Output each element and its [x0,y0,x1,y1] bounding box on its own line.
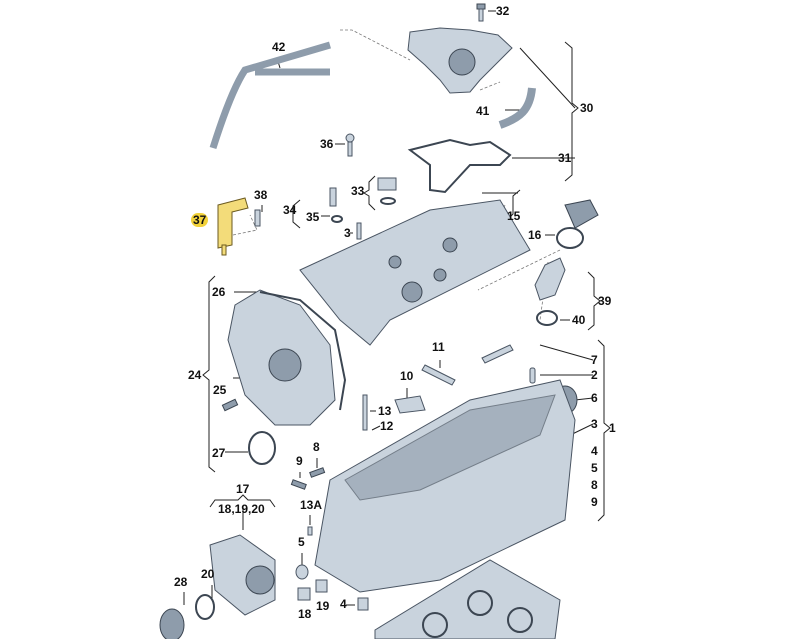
pressure-valve-37 [217,197,249,256]
label-9-stud: 9 [296,454,303,468]
o-ring-27 [248,431,276,465]
filler-neck-39 [534,257,566,301]
bracket-30 [564,41,579,182]
bolt-32 [476,3,486,22]
label-5-plug: 5 [298,535,305,549]
label-28: 28 [174,575,188,589]
bolt-3 [356,222,362,240]
label-26: 26 [212,285,226,299]
bushing-18 [297,587,311,601]
hose-41 [498,87,536,129]
part-7 [481,344,514,364]
plug-4 [357,597,369,611]
dashed-guides [232,29,561,421]
bolt-38 [254,209,261,227]
label-31: 31 [558,151,572,165]
label-17: 17 [236,482,250,496]
label-8: 8 [591,478,598,492]
separator-dome [448,48,476,76]
gasket-31 [407,138,512,194]
bracket-24 [202,275,216,473]
gasket-26 [259,291,347,411]
label-30: 30 [580,101,594,115]
label-4: 4 [591,444,598,458]
label-40: 40 [572,313,586,327]
bolt-13 [362,394,368,431]
part-28 [159,608,185,639]
label-3-bolt: 3 [344,226,351,240]
seal-40 [536,310,558,326]
part-10 [394,395,426,414]
label-5: 5 [591,461,598,475]
label-10: 10 [400,369,414,383]
label-8-stud: 8 [313,440,320,454]
bolt-13A [307,526,313,536]
cap-33 [377,177,397,205]
label-13: 13 [378,404,392,418]
label-27: 27 [212,446,226,460]
label-19: 19 [316,599,330,613]
plug-5 [295,564,309,580]
cylinder-head-cover [299,199,531,346]
bracket-17 [209,494,276,508]
label-24: 24 [188,368,202,382]
label-25: 25 [213,383,227,397]
label-20: 20 [201,567,215,581]
label-18-19-20: 18,19,20 [218,502,265,516]
sensor-34 [329,187,343,223]
bushing-19 [315,579,328,593]
label-38: 38 [254,188,268,202]
label-41: 41 [476,104,490,118]
label-37-highlighted[interactable]: 37 [191,213,209,227]
vacuum-pump-17 [209,534,276,616]
label-39: 39 [598,294,612,308]
label-42: 42 [272,40,286,54]
label-36: 36 [320,137,334,151]
label-32: 32 [496,4,510,18]
label-1: 1 [609,421,616,435]
o-ring-20 [195,594,215,620]
label-15: 15 [507,209,521,223]
oil-filler-cap-15 [556,199,599,249]
stud-36 [345,133,355,157]
bracket-34 [292,199,301,229]
label-34: 34 [283,203,297,217]
label-16: 16 [528,228,542,242]
label-9: 9 [591,495,598,509]
label-18: 18 [298,607,312,621]
label-6: 6 [591,391,598,405]
label-4-plug: 4 [340,597,347,611]
bracket-1 [597,339,611,522]
stud-8 [309,467,326,478]
label-13A: 13A [300,498,323,512]
stud-9 [290,479,307,490]
label-35: 35 [306,210,320,224]
label-11: 11 [432,340,445,354]
breather-hose-42 [209,41,331,150]
label-12: 12 [380,419,394,433]
label-2: 2 [591,368,598,382]
bracket-39 [587,271,601,331]
label-3: 3 [591,417,598,431]
label-7: 7 [591,353,598,367]
label-33: 33 [351,184,365,198]
bracket-33 [363,175,376,211]
bolt-25 [221,398,239,412]
part-11 [421,364,456,386]
pin-2 [529,367,536,384]
